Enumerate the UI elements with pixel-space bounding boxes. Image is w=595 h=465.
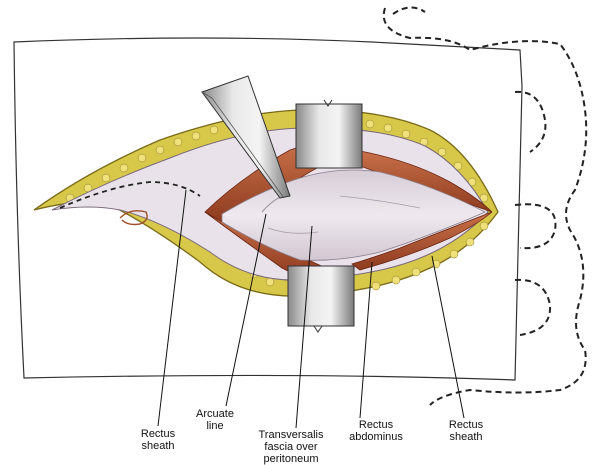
leader-lines <box>157 189 465 429</box>
label-rectus-sheath-right: Rectus sheath <box>448 419 484 443</box>
upper-retractor-blade <box>295 99 363 169</box>
skin-curl <box>119 210 148 226</box>
label-rectus-abdominus: Rectus abdominus <box>349 419 403 443</box>
label-arcuate-line: Arcuate line <box>196 408 234 432</box>
lower-retractor-blade <box>287 265 355 333</box>
sheath-dashed-line <box>59 181 201 209</box>
label-rectus-sheath-left: Rectus sheath <box>140 428 176 452</box>
upper-retractor-handle <box>201 75 291 199</box>
label-transversalis-fascia: Transversalis fascia over peritoneum <box>258 429 324 465</box>
body-outline-dashed <box>382 6 588 406</box>
